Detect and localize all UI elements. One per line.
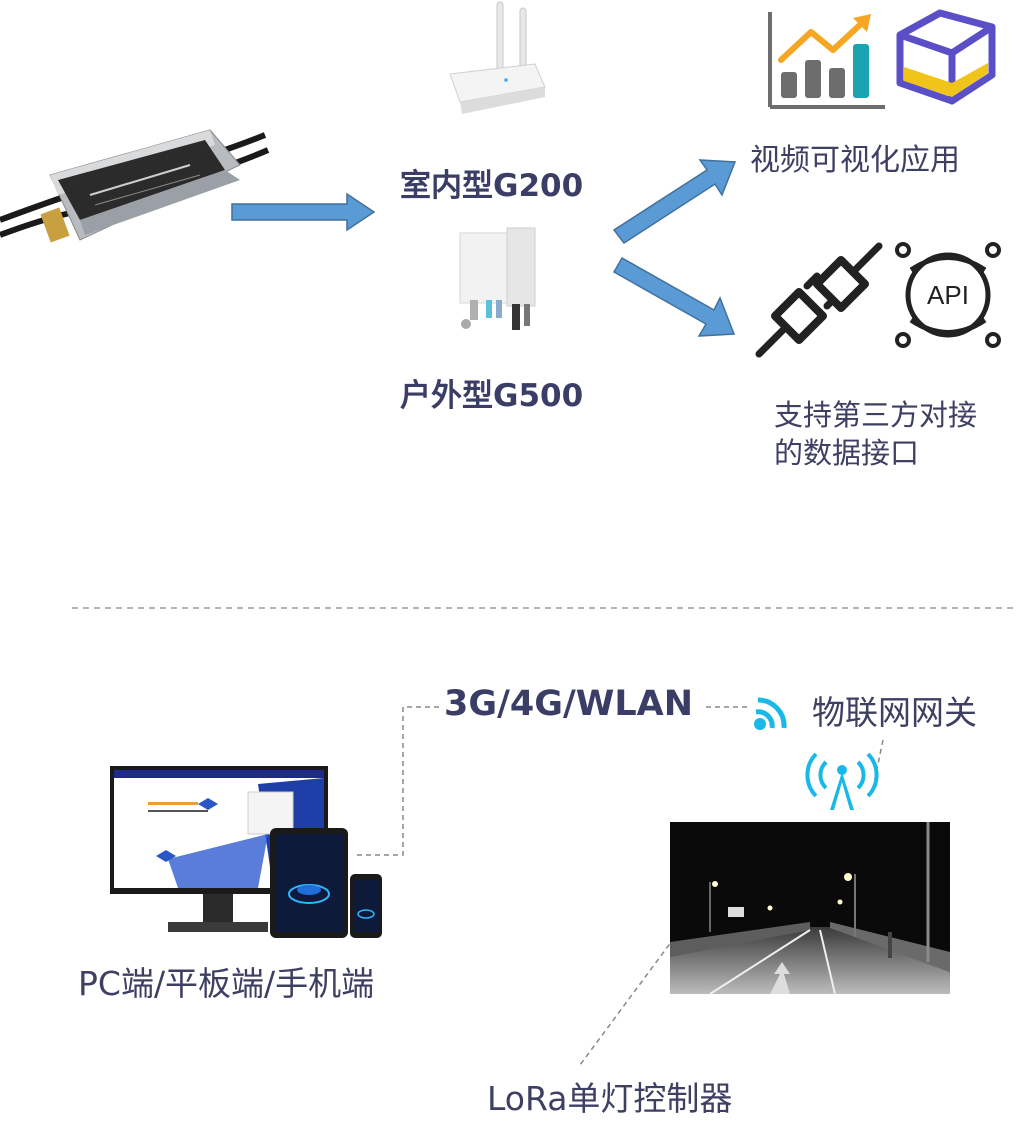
plug-connection-icon — [755, 242, 883, 358]
antenna-tower-icon — [805, 752, 879, 810]
pc-tablet-phone-devices — [110, 766, 382, 938]
section-divider — [72, 607, 1018, 609]
api-icon: API — [895, 242, 1001, 348]
api-icon-text: API — [927, 280, 969, 310]
wifi-signal-icon — [754, 697, 787, 730]
arrow-to-data-interface — [612, 256, 736, 337]
data-interface-line2: 的数据接口 — [774, 436, 920, 470]
clients-label: PC端/平板端/手机端 — [78, 964, 375, 1003]
g500-label: 户外型G500 — [400, 378, 584, 414]
video-visualization-label: 视频可视化应用 — [750, 143, 960, 178]
network-link-label: 3G/4G/WLAN — [444, 684, 694, 724]
iot-gateway-label: 物联网网关 — [812, 693, 977, 732]
data-cube-icon — [896, 9, 996, 105]
arrow-to-video-app — [612, 159, 737, 245]
outdoor-gateway-g500-image — [459, 227, 536, 330]
indoor-router-g200-image — [449, 1, 546, 114]
lora-controller-label: LoRa单灯控制器 — [487, 1079, 733, 1118]
arrow-to-gateways — [231, 192, 376, 232]
g200-label: 室内型G200 — [400, 168, 584, 204]
bar-chart-trend-icon — [768, 12, 885, 109]
night-street-photo — [670, 822, 950, 995]
data-interface-line1: 支持第三方对接 — [774, 398, 978, 432]
lora-driver-module-image — [0, 129, 270, 243]
